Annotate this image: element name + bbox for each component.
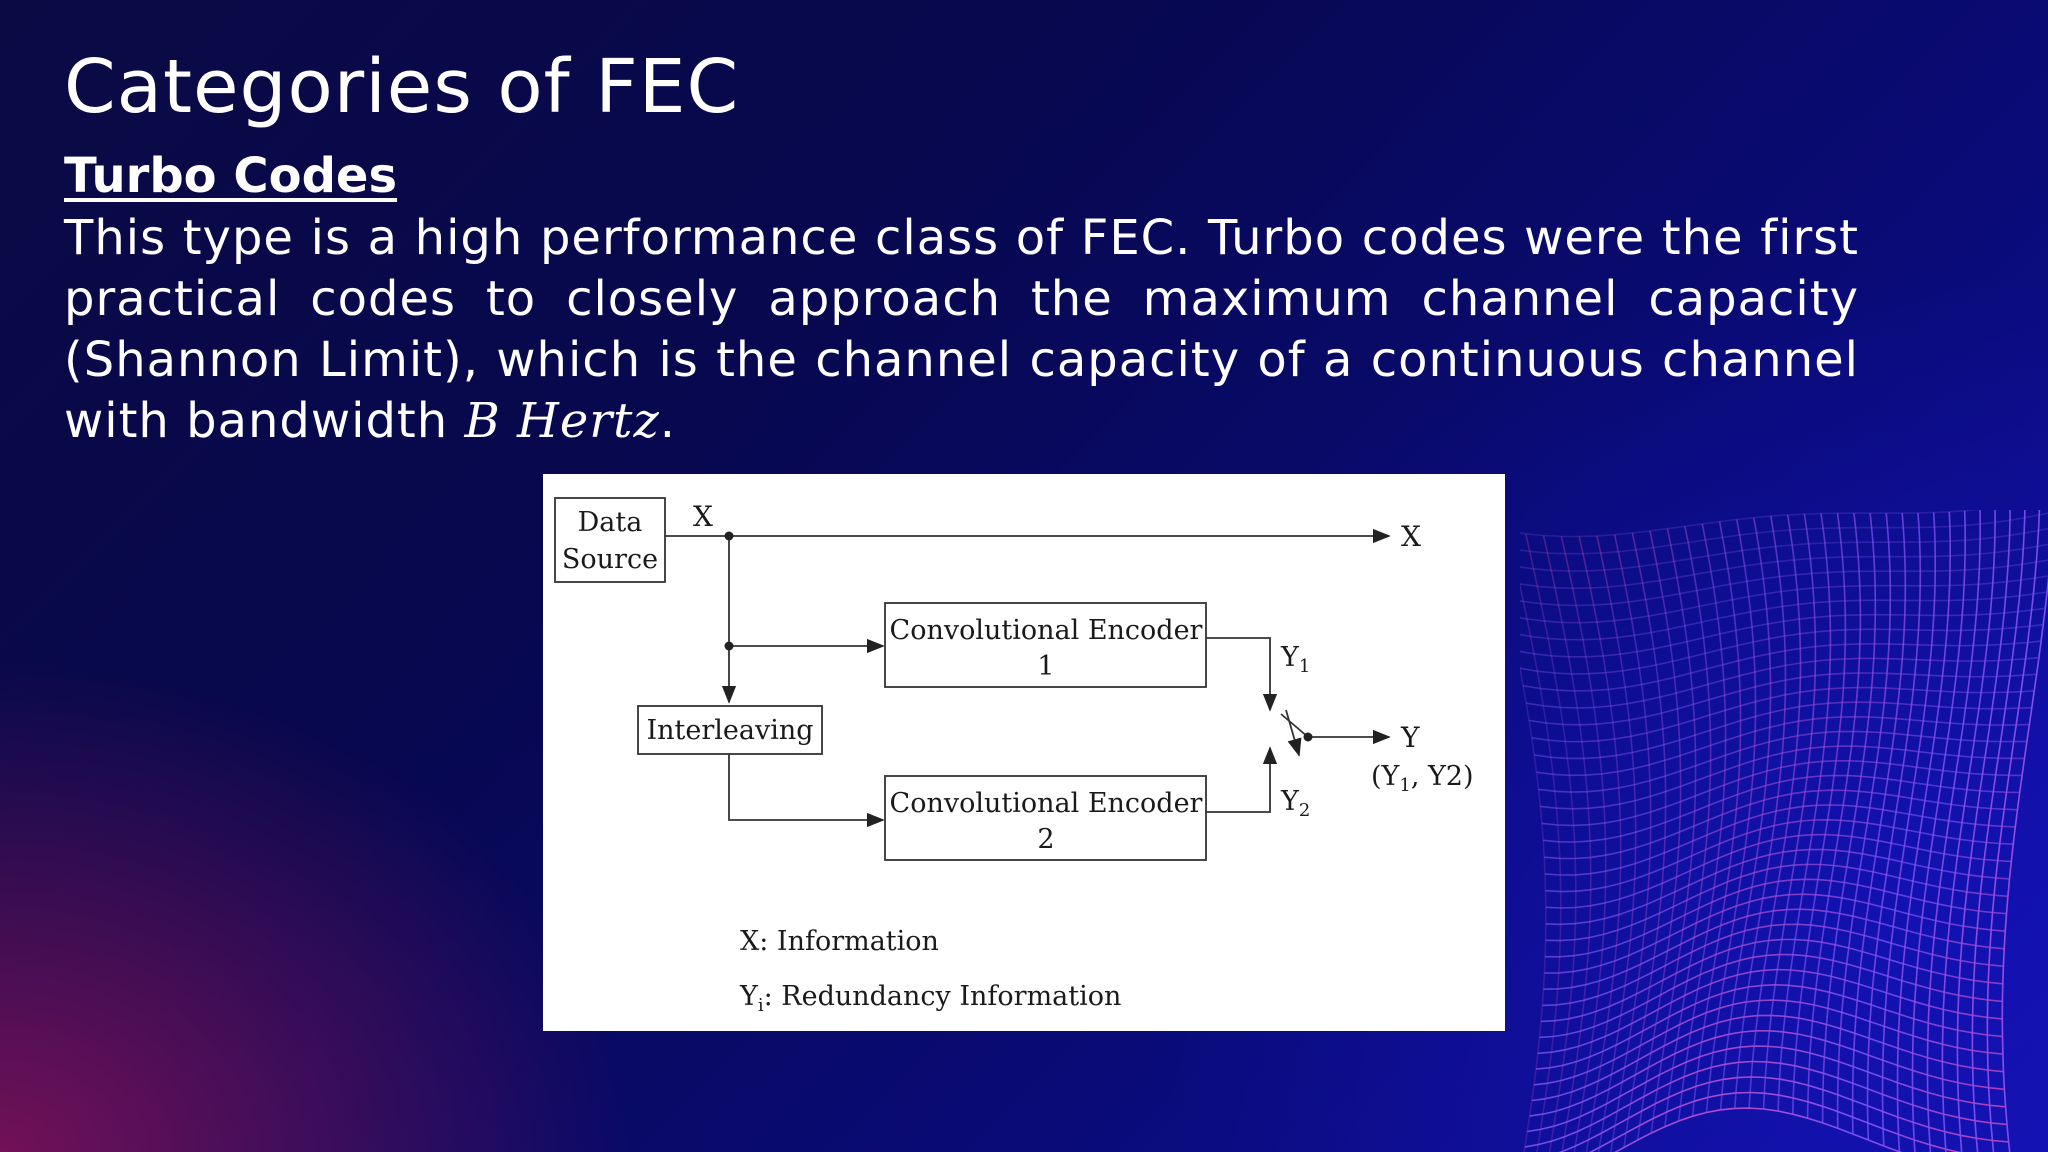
mesh-line: [1677, 523, 1727, 1122]
mesh-line: [2001, 575, 2048, 1152]
encoder-2-label: Convolutional Encoder: [890, 788, 1203, 819]
mesh-line: [1836, 513, 1892, 1129]
interleaver-to-encoder2-line: [728, 754, 885, 828]
data-source-label-1: Data: [578, 507, 643, 538]
mesh-line: [1520, 582, 1562, 1152]
y2-line: [1206, 746, 1278, 813]
mesh-line: [1956, 510, 2011, 1152]
mesh-line: [1520, 510, 1981, 538]
mesh-line: [1691, 521, 1742, 1117]
encoder-1-label: Convolutional Encoder: [890, 615, 1203, 646]
wave-mesh-decoration: [1520, 510, 2048, 1152]
mesh-line: [1525, 533, 1577, 1152]
mesh-line: [1526, 656, 2039, 709]
y2-label: Y2: [1280, 786, 1310, 821]
data-source-label-2: Source: [562, 544, 658, 575]
switch-arm: [1285, 709, 1302, 757]
bandwidth-math: B Hertz: [464, 393, 660, 449]
x-label: X: [693, 500, 713, 533]
mesh-line: [1881, 512, 1936, 1147]
data-source-box: [554, 497, 666, 583]
junction-dot-3: [1303, 732, 1313, 742]
mesh-line: [1614, 1107, 1903, 1152]
section-heading: Turbo Codes: [64, 148, 398, 204]
encoder-1-box: [884, 602, 1207, 688]
mesh-line: [1926, 510, 1982, 1152]
mesh-line: [1851, 513, 1907, 1135]
mesh-line: [1664, 526, 1712, 1127]
legend-y: Yi: Redundancy Information: [739, 981, 1121, 1016]
mesh-line: [1821, 513, 1877, 1123]
mesh-line: [1971, 510, 2026, 1152]
mesh-line: [1520, 664, 1547, 1152]
x-output-label: X: [1401, 520, 1421, 553]
encoder-1-number: 1: [1037, 651, 1054, 682]
turbo-code-diagram: Data Source X X Convolutional Encoder 1 …: [543, 474, 1505, 1031]
mesh-line: [1719, 517, 1772, 1110]
mesh-line: [1542, 535, 1592, 1152]
interleaving-box: [637, 705, 823, 755]
mesh-line: [1545, 878, 2007, 958]
junction-dot-2: [724, 641, 734, 651]
legend-x: X: Information: [740, 926, 939, 957]
mesh-line: [1528, 672, 2037, 726]
mesh-line: [1636, 530, 1682, 1141]
switch-arm-2: [1280, 713, 1309, 738]
mesh-line: [1806, 513, 1862, 1119]
encoder-2-box: [884, 775, 1207, 861]
mesh-line: [1762, 513, 1817, 1110]
mesh-line: [1543, 774, 2020, 843]
mesh-line: [1610, 534, 1652, 1152]
mesh-line: [1866, 512, 1922, 1141]
junction-dot-1: [724, 531, 734, 541]
mesh-line: [1578, 536, 1622, 1152]
mesh-line: [1896, 511, 1951, 1152]
mesh-line: [1777, 513, 1832, 1112]
mesh-line: [1558, 1076, 2009, 1152]
mesh-line: [1650, 528, 1697, 1134]
mesh-line: [1705, 519, 1757, 1113]
slide-title: Categories of FEC: [64, 44, 740, 130]
mesh-line: [1544, 804, 2016, 876]
y-pair-label: (Y1, Y2): [1371, 761, 1474, 796]
mesh-line: [1560, 536, 1607, 1152]
y1-line: [1206, 637, 1278, 712]
mesh-line: [1537, 968, 2003, 1055]
interleaving-label: Interleaving: [646, 715, 813, 746]
mesh-line: [1748, 514, 1802, 1109]
mesh-line: [1911, 510, 1967, 1152]
mesh-line: [1529, 1030, 2005, 1117]
encoder-2-number: 2: [1037, 824, 1054, 855]
body-paragraph: This type is a high performance class of…: [64, 208, 1859, 452]
mesh-line: [1596, 535, 1637, 1152]
mesh-line: [1588, 1091, 1962, 1152]
mesh-line: [1941, 510, 1996, 1152]
body-text-main: This type is a high performance class of…: [64, 210, 1859, 449]
body-text-end: .: [659, 393, 677, 449]
y-output-label: Y: [1400, 721, 1420, 754]
mesh-line: [1986, 510, 2041, 1152]
mesh-line: [1520, 559, 2048, 607]
mesh-line: [1734, 515, 1787, 1109]
diagram-canvas: Data Source X X Convolutional Encoder 1 …: [554, 497, 1474, 1016]
mesh-line: [1623, 532, 1667, 1148]
y1-label: Y1: [1280, 642, 1310, 677]
mesh-line: [1520, 543, 2048, 590]
mesh-line: [1792, 513, 1847, 1115]
